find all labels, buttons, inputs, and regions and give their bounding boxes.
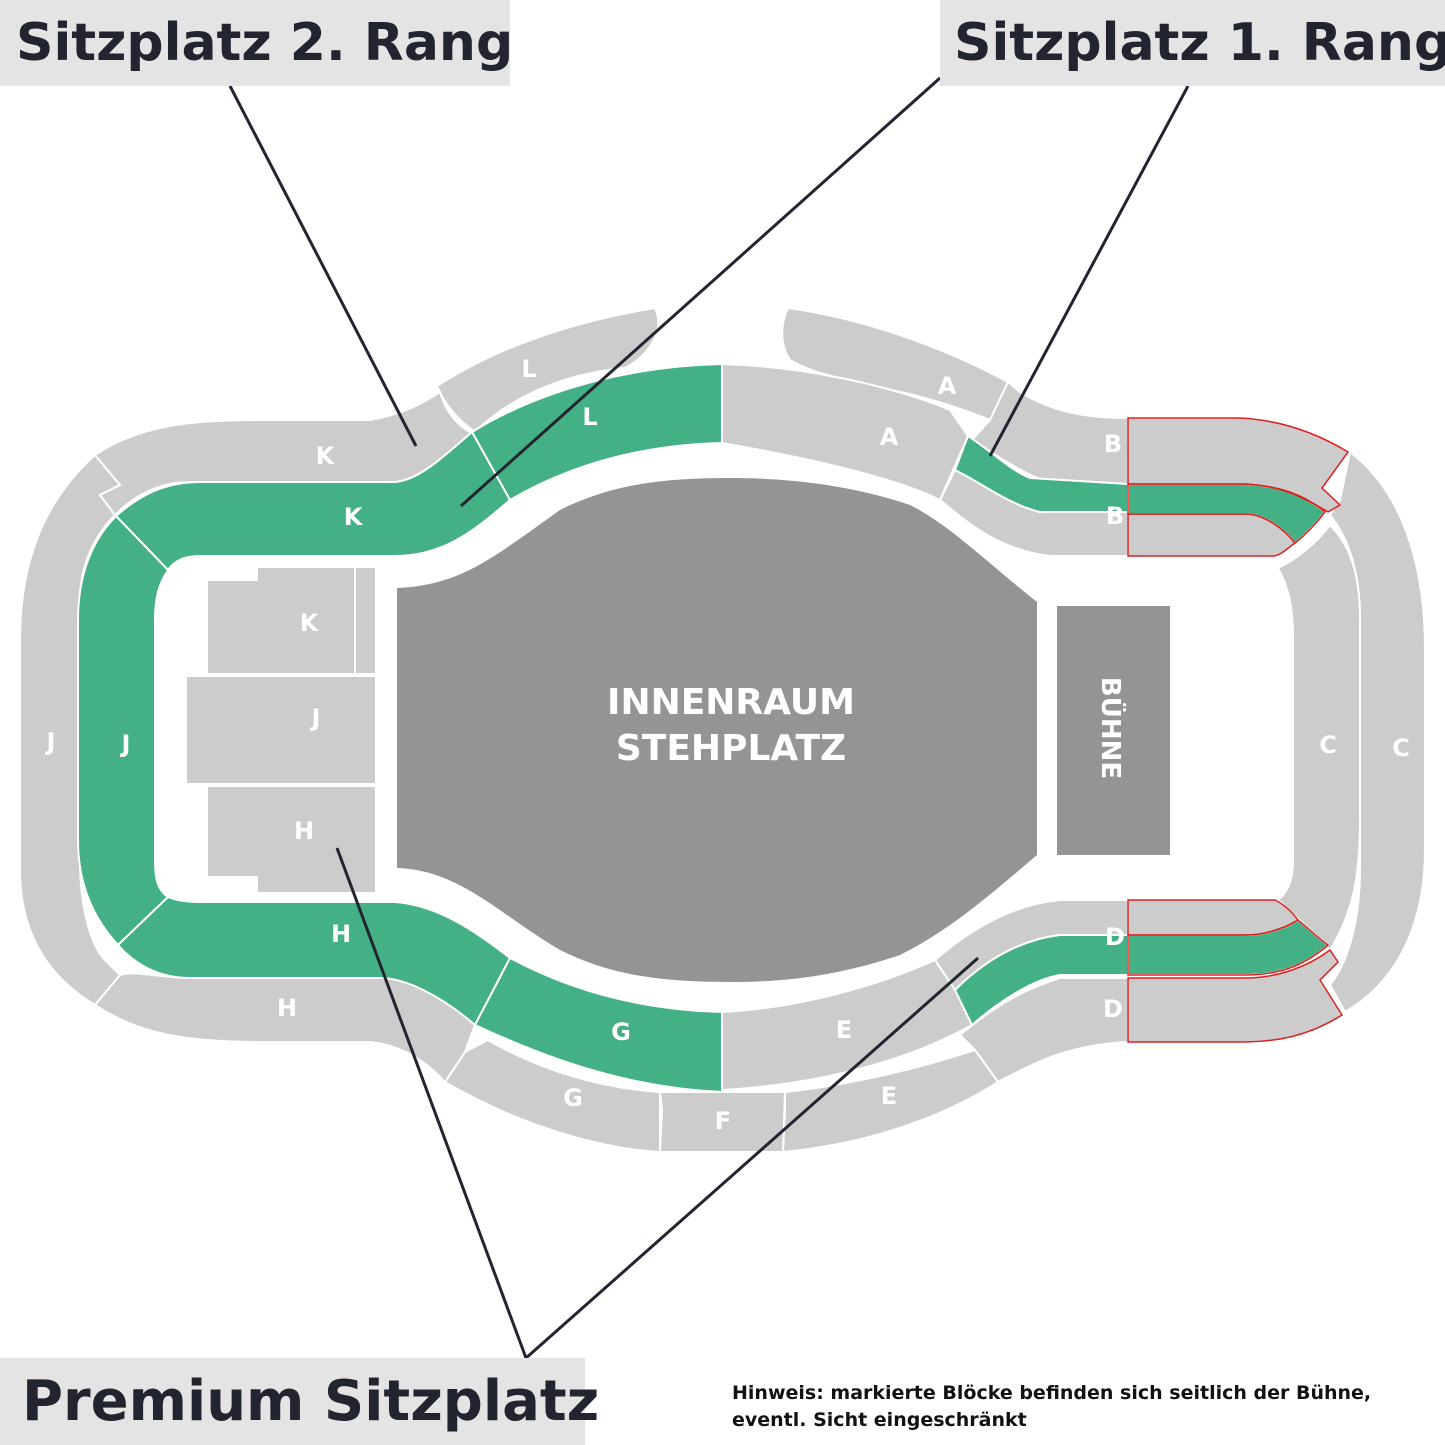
restricted-view-note: Hinweis: markierte Blöcke befinden sich … [732, 1380, 1437, 1434]
block-outer-K[interactable] [93, 390, 478, 517]
block-floor-K[interactable] [206, 566, 356, 675]
label-floor-K: K [300, 609, 320, 637]
inner-ring-grey [721, 362, 1361, 1092]
block-labels: L A K B J C H D G F E L A K B J C H D G … [45, 355, 1410, 1135]
block-outer-G[interactable] [443, 1038, 661, 1154]
label-outer-A: A [938, 372, 957, 400]
floor-blocks [185, 566, 377, 894]
label-outer-L: L [521, 355, 536, 383]
pointer-rang2 [228, 85, 418, 447]
floor-standing-area[interactable] [397, 478, 1037, 982]
label-inner-D: D [1105, 923, 1125, 951]
block-premium-G[interactable] [473, 956, 723, 1094]
label-outer-E: E [881, 1082, 897, 1110]
block-inner-A[interactable] [721, 362, 970, 502]
label-floor-J: J [310, 704, 321, 732]
block-inner-C[interactable] [1276, 523, 1361, 952]
block-restricted-D-outer[interactable] [1127, 948, 1344, 1043]
pointer-rang1-left [460, 76, 941, 508]
label-inner-A: A [880, 423, 899, 451]
label-premium-sitzplatz-text: Premium Sitzplatz [22, 1369, 600, 1434]
label-outer-D: D [1103, 995, 1123, 1023]
restricted-blocks [1127, 417, 1350, 1043]
label-outer-J: J [45, 728, 56, 756]
block-floor-H[interactable] [206, 785, 377, 894]
floor-label-line1: INNENRAUM [607, 682, 855, 723]
label-sitzplatz-2-rang: Sitzplatz 2. Rang [0, 0, 514, 86]
block-floor-J[interactable] [185, 675, 377, 785]
note-line-1: Hinweis: markierte Blöcke befinden sich … [732, 1382, 1372, 1404]
label-outer-K: K [316, 442, 336, 470]
pointer-premium-left [335, 847, 528, 1359]
label-outer-H: H [277, 994, 297, 1022]
block-premium-J[interactable] [77, 514, 170, 947]
label-floor-H: H [294, 817, 314, 845]
pointer-rang1-right [988, 85, 1190, 457]
label-inner-J: J [120, 730, 131, 758]
label-outer-B: B [1104, 430, 1122, 458]
label-outer-F: F [715, 1107, 731, 1135]
stage [1057, 606, 1170, 855]
block-outer-E[interactable] [781, 1048, 1000, 1154]
block-restricted-D-inner[interactable] [1127, 899, 1300, 936]
label-inner-B: B [1106, 502, 1124, 530]
label-sitzplatz-2-rang-text: Sitzplatz 2. Rang [16, 13, 514, 73]
label-sitzplatz-1-rang: Sitzplatz 1. Rang [940, 0, 1445, 86]
block-floor-K-strip[interactable] [354, 566, 377, 675]
label-inner-K: K [344, 503, 364, 531]
label-outer-C: C [1392, 734, 1410, 762]
label-inner-C: C [1319, 731, 1337, 759]
label-inner-E: E [836, 1016, 852, 1044]
outer-ring [19, 306, 1426, 1154]
label-inner-L: L [582, 403, 597, 431]
label-outer-G: G [563, 1084, 583, 1112]
pointer-premium-right [525, 956, 979, 1360]
label-inner-G: G [611, 1018, 631, 1046]
note-line-2: eventl. Sicht eingeschränkt [732, 1409, 1027, 1431]
stage-label: BÜHNE [1095, 677, 1128, 779]
block-premium-B[interactable] [953, 434, 1129, 513]
premium-ring [77, 362, 1330, 1094]
block-outer-A[interactable] [781, 306, 1010, 422]
label-premium-sitzplatz: Premium Sitzplatz [0, 1358, 599, 1445]
block-outer-F[interactable] [658, 1091, 787, 1153]
block-premium-K[interactable] [114, 430, 512, 572]
floor-label-line2: STEHPLATZ [616, 728, 846, 769]
label-sitzplatz-1-rang-text: Sitzplatz 1. Rang [954, 13, 1445, 73]
label-inner-H: H [331, 920, 351, 948]
pointer-lines [228, 76, 1190, 1360]
restricted-green-outlines [1127, 483, 1330, 976]
